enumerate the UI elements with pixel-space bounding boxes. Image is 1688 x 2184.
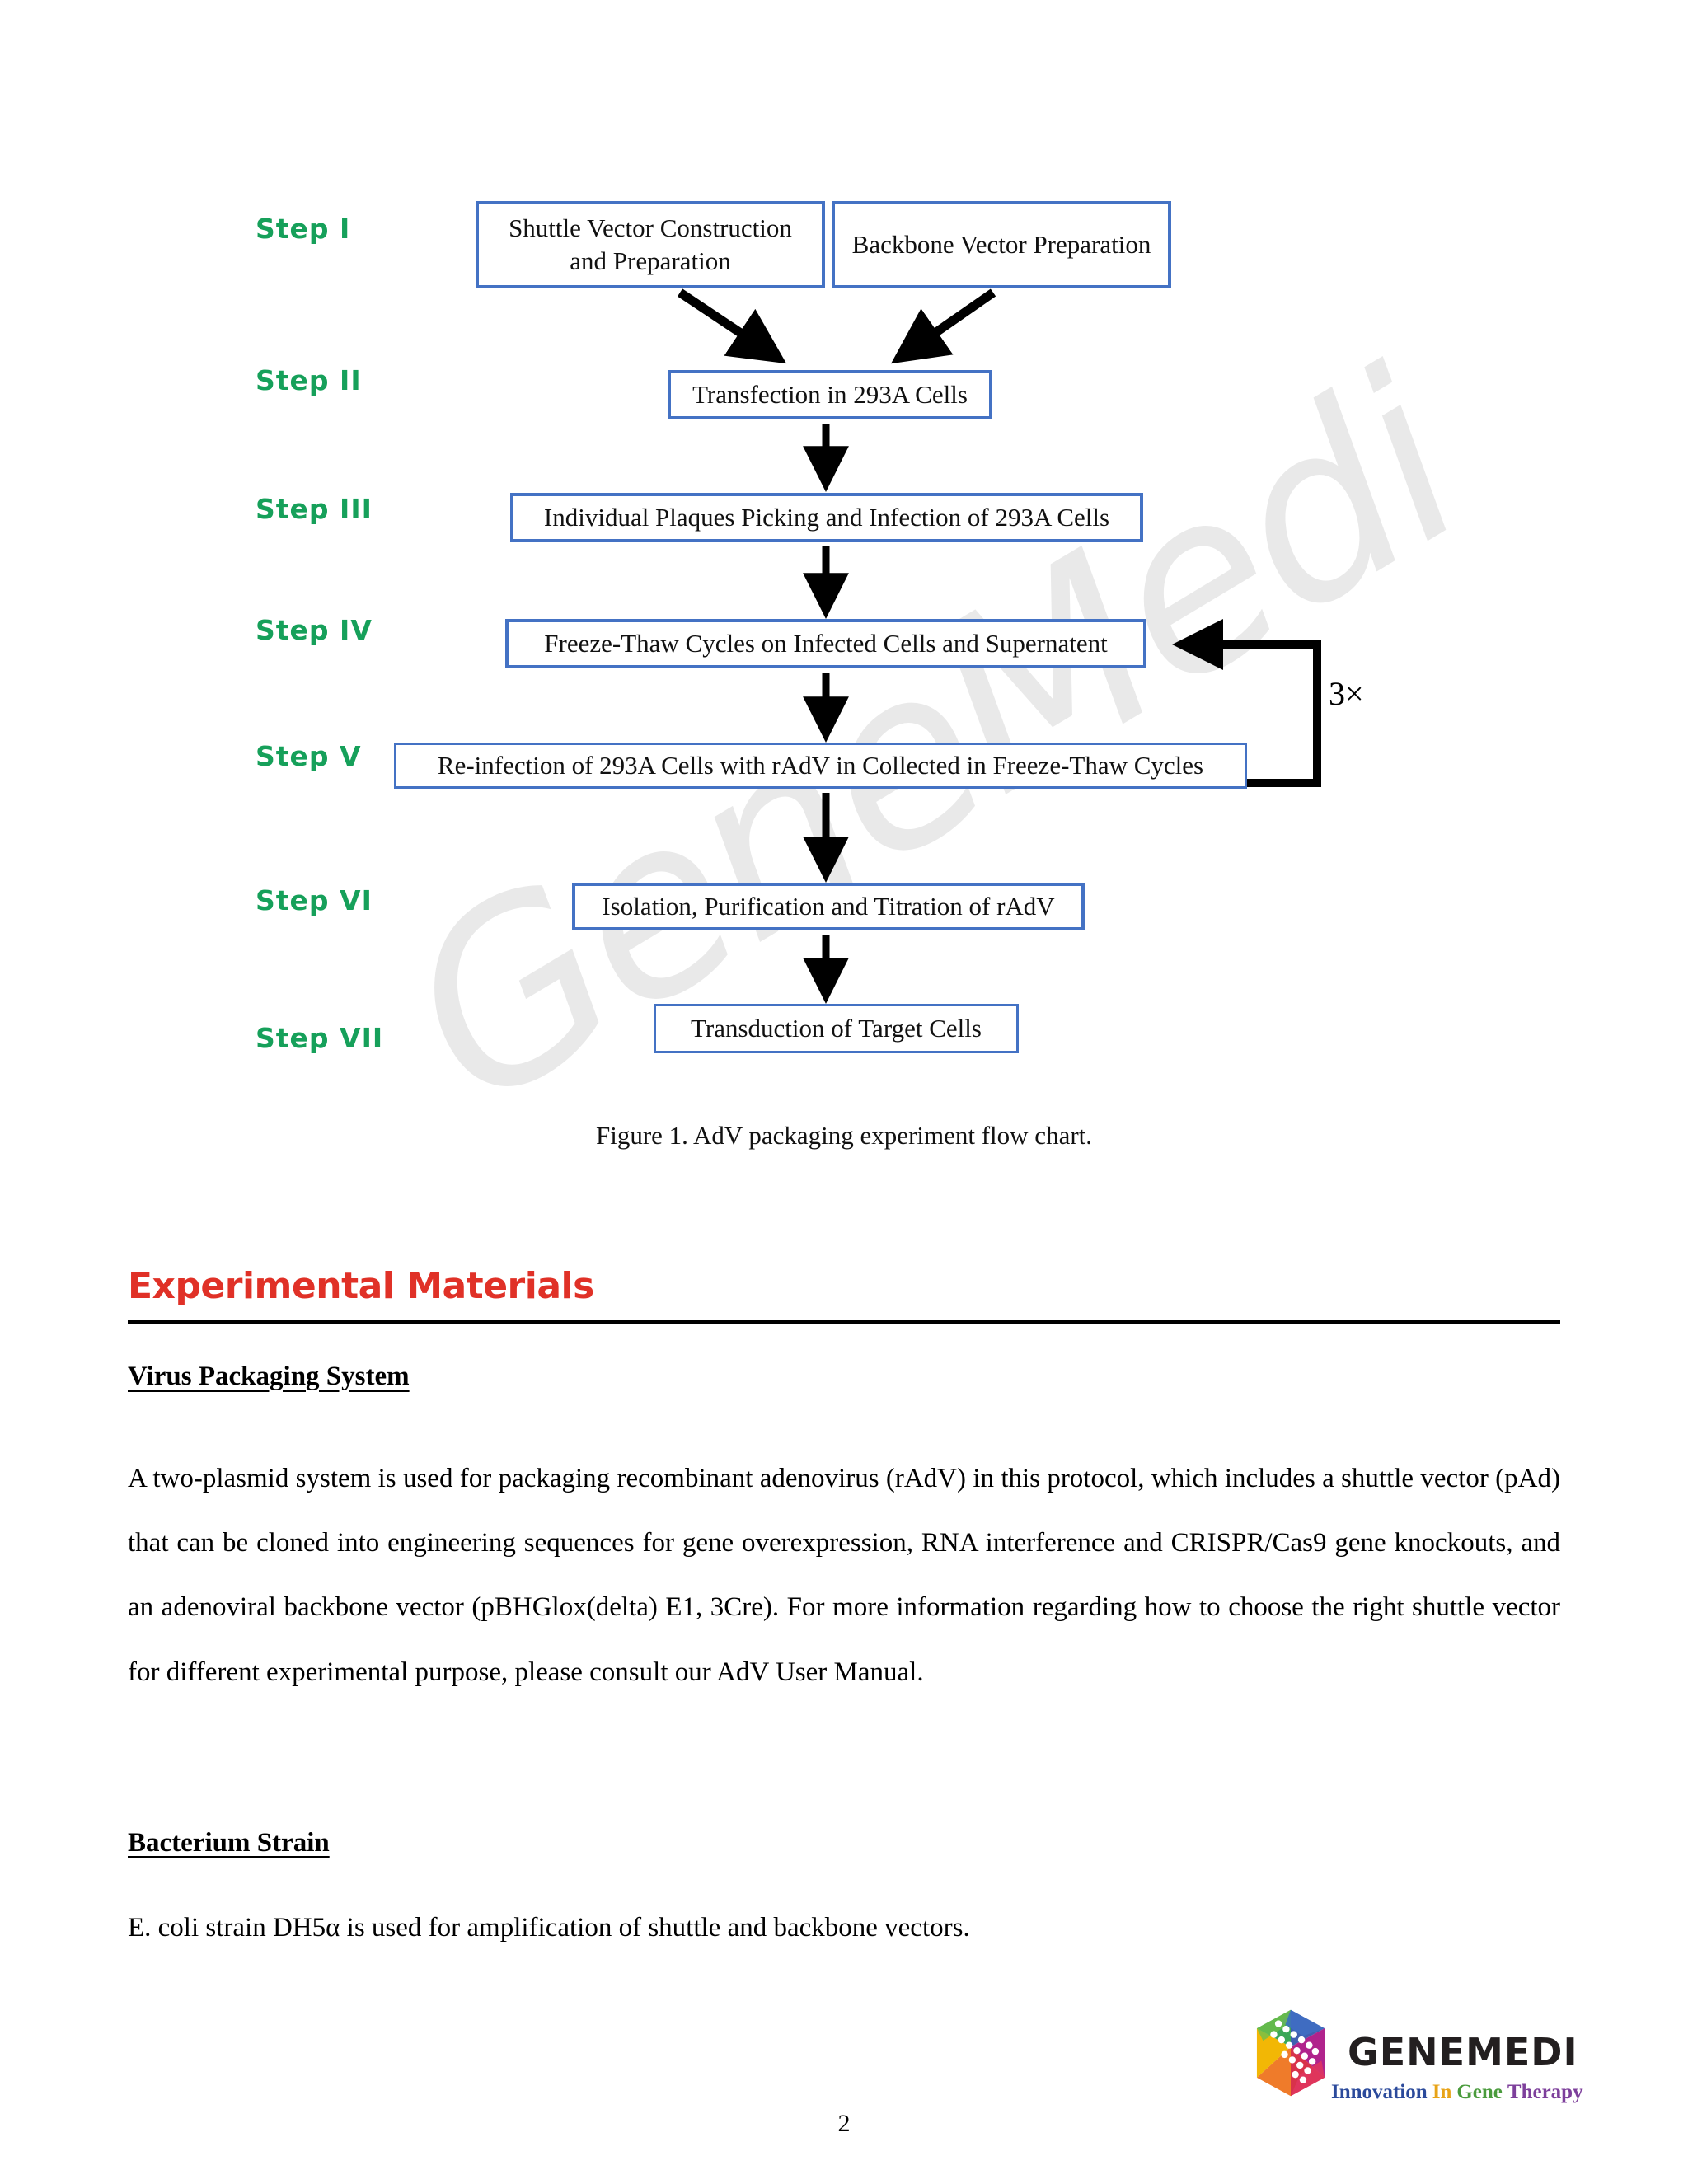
step-label-7: Step VII (256, 1022, 384, 1054)
step-label-5: Step V (256, 740, 362, 772)
section-divider (128, 1320, 1560, 1324)
tagline-word-2: In (1432, 2081, 1452, 2103)
subsection-heading-bacterium-strain: Bacterium Strain (128, 1828, 330, 1858)
flow-box-transfection: Transfection in 293A Cells (668, 370, 992, 419)
step-label-1: Step I (256, 213, 351, 245)
flow-box-plaques: Individual Plaques Picking and Infection… (510, 493, 1143, 542)
flow-box-reinfection: Re-infection of 293A Cells with rAdV in … (394, 743, 1247, 789)
figure-caption: Figure 1. AdV packaging experiment flow … (595, 1121, 1093, 1150)
tagline-word-4: Therapy (1507, 2081, 1583, 2103)
flowchart-arrows (677, 288, 1321, 1005)
arrow-loop-3x (1171, 619, 1321, 787)
flow-box-backbone-vector: Backbone Vector Preparation (832, 201, 1171, 288)
loop-count-label: 3× (1329, 675, 1364, 712)
logo-wordmark: GENEMEDI (1348, 2030, 1578, 2074)
subsection-heading-virus-packaging-system: Virus Packaging System (128, 1361, 410, 1391)
section-title-experimental-materials: Experimental Materials (128, 1265, 594, 1307)
flow-box-isolation: Isolation, Purification and Titration of… (572, 883, 1085, 930)
step-label-6: Step VI (256, 884, 373, 916)
tagline-word-3: Gene (1456, 2081, 1503, 2103)
paragraph-bacterium-strain: E. coli strain DH5α is used for amplific… (128, 1913, 970, 1943)
step-label-3: Step III (256, 493, 373, 525)
flow-box-shuttle-vector: Shuttle Vector Construction and Preparat… (476, 201, 825, 288)
paragraph-virus-packaging-system: A two-plasmid system is used for packagi… (128, 1464, 1560, 1687)
flowchart-figure: Step I Step II Step III Step IV Step V S… (256, 201, 1364, 1054)
arrow-backbone-to-transfection (890, 288, 996, 364)
flow-box-transduction: Transduction of Target Cells (654, 1004, 1019, 1053)
arrow-shuttle-to-transfection (677, 288, 787, 364)
flow-box-freeze-thaw: Freeze-Thaw Cycles on Infected Cells and… (505, 619, 1146, 668)
tagline-word-1: Innovation (1331, 2081, 1428, 2103)
page-number: 2 (837, 2110, 851, 2137)
viral-capsid-icon (1256, 2009, 1325, 2097)
step-label-2: Step II (256, 364, 362, 396)
step-label-4: Step IV (256, 614, 373, 646)
